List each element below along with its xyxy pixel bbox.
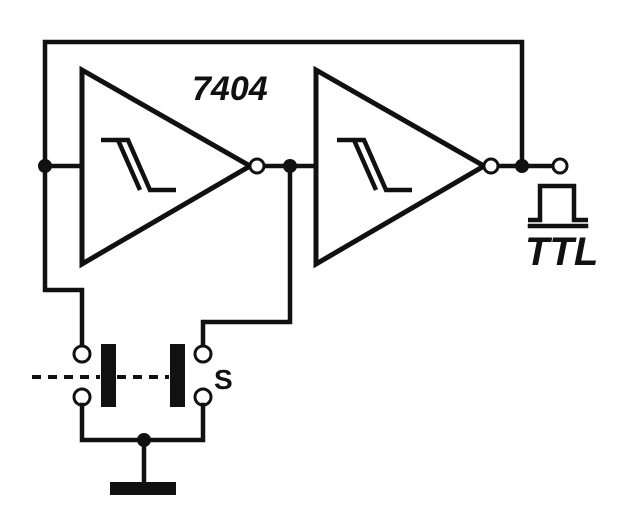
junction-left bbox=[38, 159, 52, 173]
switch-contact-right-top bbox=[193, 344, 213, 364]
schmitt-inverter-2 bbox=[313, 65, 489, 269]
switch-contact-left-top bbox=[72, 344, 92, 364]
hysteresis-icon-2 bbox=[337, 137, 412, 193]
hysteresis-icon-1 bbox=[101, 137, 176, 193]
schmitt-inverter-1 bbox=[79, 65, 255, 269]
switch-plate-right bbox=[170, 344, 185, 407]
ic-label: 7404 bbox=[192, 70, 268, 108]
ground-icon bbox=[110, 482, 176, 495]
switch-contact-left-bottom bbox=[72, 387, 92, 407]
switch-contact-right-bottom bbox=[193, 387, 213, 407]
junction-ground bbox=[137, 433, 151, 447]
pulse-waveform-icon bbox=[528, 183, 588, 223]
switch-label: S bbox=[214, 364, 233, 395]
switch-plate-left bbox=[101, 344, 116, 407]
inverter-bubble-2 bbox=[482, 157, 500, 175]
feedback-wire bbox=[42, 39, 525, 169]
junction-middle bbox=[283, 159, 297, 173]
output-terminal bbox=[551, 157, 569, 175]
junction-output bbox=[515, 159, 529, 173]
output-label: TTL bbox=[525, 230, 598, 274]
right-switch-wire bbox=[200, 163, 293, 348]
left-switch-wire bbox=[42, 163, 85, 348]
inverter-bubble-1 bbox=[248, 157, 266, 175]
